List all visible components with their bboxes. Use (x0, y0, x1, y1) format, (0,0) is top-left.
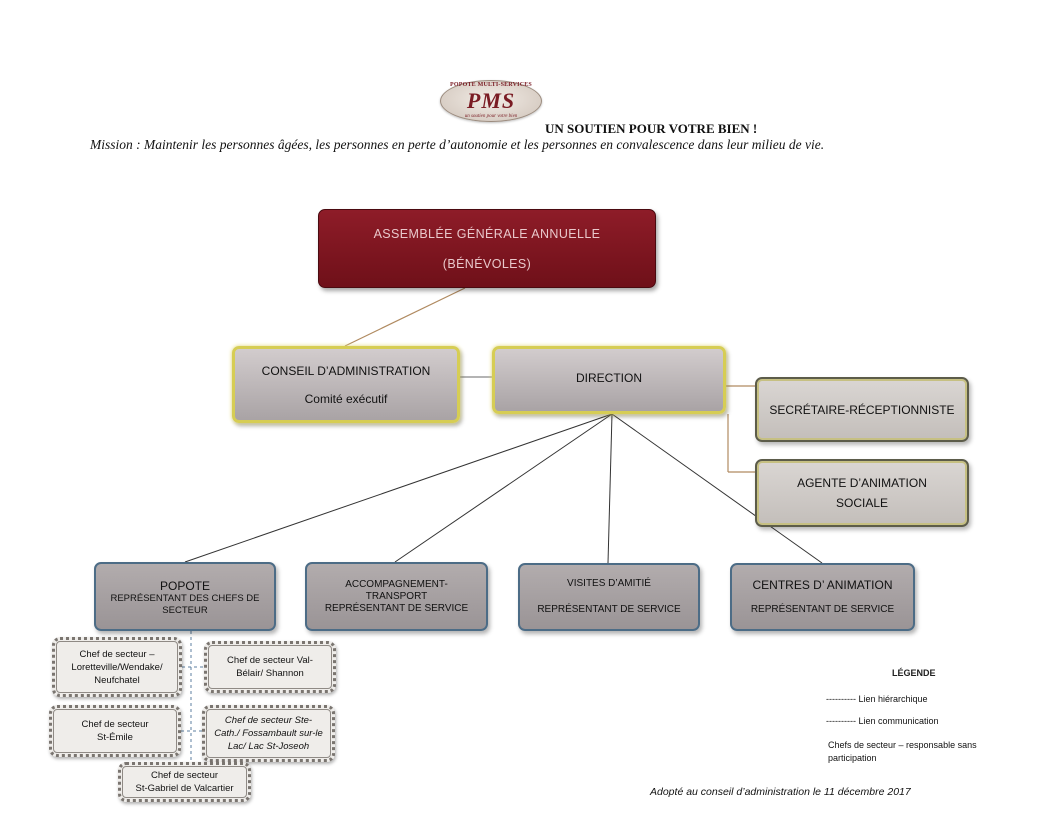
node-accompagnement-transport: ACCOMPAGNEMENT- TRANSPORT REPRÉSENTANT D… (305, 562, 488, 631)
node-chef-secteur-ste-catherine: Chef de secteur Ste- Cath./ Fossambault … (202, 705, 335, 762)
node-assemblee-generale-title: ASSEMBLÉE GÉNÉRALE ANNUELLE (373, 226, 601, 241)
node-chef-secteur-loretteville: Chef de secteur – Loretteville/Wendake/ … (52, 637, 182, 697)
node-secretaire-label: SECRÉTAIRE-RÉCEPTIONNISTE (769, 402, 955, 417)
legend-communication: ---------- Lien communication (826, 716, 939, 726)
legend-chefs-note: Chefs de secteur – responsable sans part… (828, 740, 977, 763)
node-visites-amitie: VISITES D’AMITIÉ REPRÉSENTANT DE SERVICE (518, 563, 700, 631)
slogan: UN SOUTIEN POUR VOTRE BIEN ! (545, 121, 758, 136)
logo-arc-text: POPOTE MULTI-SERVICES (450, 82, 532, 88)
chef-1-line2: Loretteville/Wendake/ (71, 661, 163, 673)
node-conseil-administration: CONSEIL D’ADMINISTRATION Comité exécutif (232, 346, 460, 423)
node-conseil-subtitle: Comité exécutif (304, 391, 388, 406)
node-popote: POPOTE REPRÉSENTANT DES CHEFS DE SECTEUR (94, 562, 276, 631)
link-agm-conseil (344, 287, 466, 347)
node-centres-animation: CENTRES D’ ANIMATION REPRÉSENTANT DE SER… (730, 563, 915, 631)
node-chef-secteur-st-gabriel: Chef de secteur St-Gabriel de Valcartier (118, 762, 251, 802)
link-direction-visites (607, 413, 613, 564)
legend-hierarchique: ---------- Lien hiérarchique (826, 694, 928, 704)
node-accompagnement-line2: TRANSPORT (365, 590, 428, 602)
node-popote-line1: REPRÉSENTANT DES CHEFS DE (110, 592, 260, 604)
node-visites-line2: REPRÉSENTANT DE SERVICE (537, 604, 681, 615)
chef-2-line1: Chef de secteur Val- (227, 655, 313, 666)
node-chef-secteur-st-emile: Chef de secteur St-Émile (49, 705, 181, 757)
node-conseil-title: CONSEIL D’ADMINISTRATION (261, 363, 431, 378)
node-direction: DIRECTION (492, 346, 726, 414)
link-direction-popote (184, 413, 613, 563)
logo-tagline: un soutien pour votre bien (464, 114, 518, 119)
node-agente-line2: SOCIALE (835, 496, 889, 510)
node-agente-line1: AGENTE D’ANIMATION (797, 476, 927, 490)
node-popote-line2: SECTEUR (162, 604, 208, 616)
chef-4-line3: Lac/ Lac St-Joseoh (227, 741, 310, 752)
chef-3-line2: St-Émile (97, 732, 133, 743)
node-popote-title: POPOTE (159, 578, 210, 593)
link-direction-accompagnement (394, 413, 613, 563)
link-direction-centres (611, 413, 823, 564)
chef-5-line1: Chef de secteur (150, 770, 219, 781)
legend-title: LÉGENDE (892, 668, 936, 678)
node-chef-secteur-val-belair: Chef de secteur Val- Bélair/ Shannon (204, 641, 336, 693)
chef-4-line1: Chef de secteur Ste- (224, 715, 313, 726)
chef-1-line3: Neufchatel (94, 674, 140, 686)
node-accompagnement-line1: ACCOMPAGNEMENT- (345, 578, 448, 590)
logo-monogram: PMS (466, 88, 516, 113)
chef-3-line1: Chef de secteur (81, 719, 149, 730)
node-visites-line1: VISITES D’AMITIÉ (567, 578, 651, 589)
logo: POPOTE MULTI-SERVICES PMS un soutien pou… (440, 80, 542, 122)
adoption-note: Adopté au conseil d’administration le 11… (650, 786, 911, 798)
node-centres-line2: REPRÉSENTANT DE SERVICE (750, 604, 895, 615)
node-assemblee-generale-subtitle: (BÉNÉVOLES) (442, 256, 532, 271)
mission-statement: Mission : Maintenir les personnes âgées,… (90, 137, 825, 152)
chef-5-line2: St-Gabriel de Valcartier (135, 783, 234, 794)
chef-4-line2: Cath./ Fossambault sur-le (214, 728, 323, 739)
node-secretaire-receptionniste: SECRÉTAIRE-RÉCEPTIONNISTE (755, 377, 969, 442)
node-accompagnement-line3: REPRÉSENTANT DE SERVICE (324, 602, 469, 614)
node-agente-animation-sociale: AGENTE D’ANIMATION SOCIALE (755, 459, 969, 527)
chef-2-line2: Bélair/ Shannon (236, 668, 304, 679)
node-direction-label: DIRECTION (576, 371, 642, 385)
node-assemblee-generale: ASSEMBLÉE GÉNÉRALE ANNUELLE (BÉNÉVOLES) (318, 209, 656, 288)
node-centres-line1: CENTRES D’ ANIMATION (752, 578, 893, 592)
chef-1-line1: Chef de secteur – (79, 648, 155, 660)
